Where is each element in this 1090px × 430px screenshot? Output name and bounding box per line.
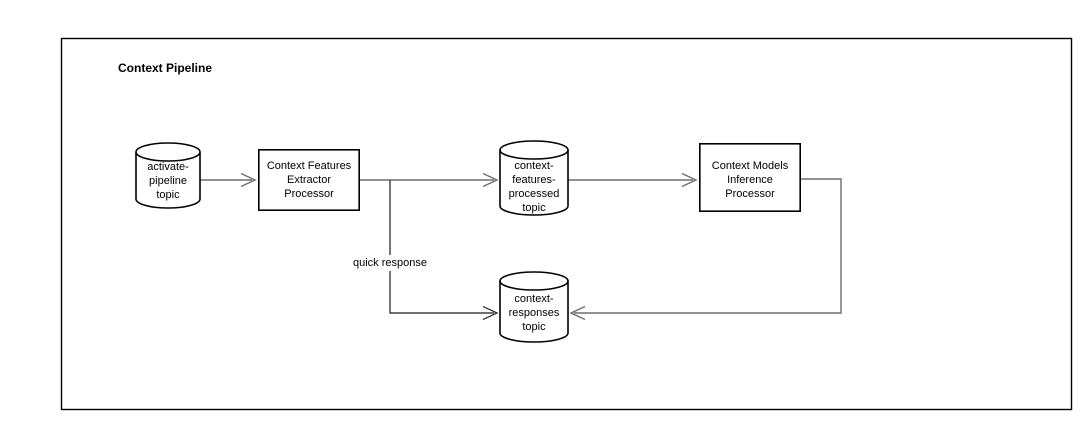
edge-extractor-to-responses bbox=[389, 180, 499, 321]
node-label-line: Context Features bbox=[267, 160, 352, 172]
edge-activate-to-extractor bbox=[200, 172, 257, 188]
group-container bbox=[60, 37, 1073, 411]
node-label-line: Processor bbox=[725, 188, 775, 200]
node-label-line: topic bbox=[156, 189, 180, 201]
node-activate-pipeline-topic[interactable]: activate- pipeline topic bbox=[135, 142, 201, 209]
node-context-features-extractor-processor[interactable]: Context Features Extractor Processor bbox=[257, 149, 360, 212]
edge-features-processed-to-inference bbox=[568, 172, 698, 188]
edge-label-quick-response: quick response bbox=[341, 255, 439, 271]
node-label-line: Context Models bbox=[712, 160, 789, 172]
node-label-line: topic bbox=[522, 321, 546, 333]
edge-inference-to-responses bbox=[569, 178, 842, 321]
node-label-line: context- bbox=[514, 160, 553, 172]
node-label-line: processed bbox=[509, 188, 560, 200]
group-title: Context Pipeline bbox=[118, 61, 212, 75]
edge-label-text: quick response bbox=[353, 257, 427, 269]
node-label-line: activate- bbox=[147, 161, 189, 173]
node-label-line: Processor bbox=[284, 188, 334, 200]
node-context-responses-topic[interactable]: context- responses topic bbox=[499, 271, 569, 343]
node-label-line: responses bbox=[509, 307, 560, 319]
node-label-line: Extractor bbox=[287, 174, 331, 186]
node-label-line: topic bbox=[522, 202, 546, 214]
node-label-line: features- bbox=[512, 174, 556, 186]
node-label-line: pipeline bbox=[149, 175, 187, 187]
node-context-features-processed-topic[interactable]: context- features- processed topic bbox=[499, 140, 569, 216]
edge-extractor-to-features-processed bbox=[360, 172, 499, 188]
node-context-models-inference-processor[interactable]: Context Models Inference Processor bbox=[698, 143, 801, 213]
node-label-line: Inference bbox=[727, 174, 773, 186]
node-label-line: context- bbox=[514, 293, 553, 305]
